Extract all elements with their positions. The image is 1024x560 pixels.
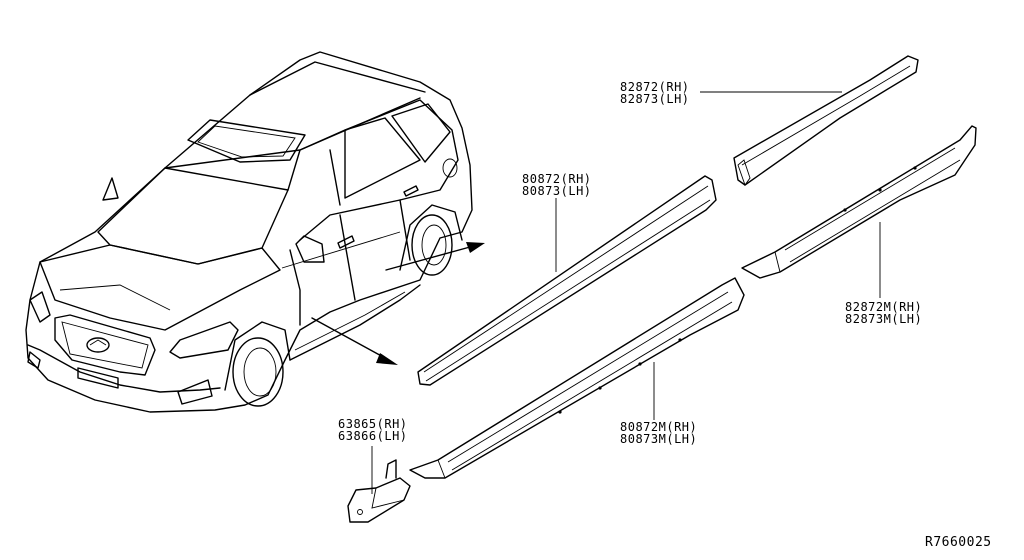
- arrow-head: [466, 242, 485, 253]
- label-rear-sill-rh: 82872M(RH): [845, 300, 922, 314]
- label-rear-sill-lh: 82873M(LH): [845, 312, 922, 326]
- label-mudguard-lh: 63866(LH): [338, 429, 408, 443]
- label-front-sill-lh: 80873M(LH): [620, 432, 697, 446]
- vehicle-illustration: [25, 51, 473, 413]
- label-belt-molding-rh: 80872(RH): [522, 172, 592, 186]
- arrow-head: [376, 353, 398, 365]
- part-mudguard: [347, 459, 411, 523]
- label-front-sill-rh: 80872M(RH): [620, 420, 697, 434]
- label-mudguard-rh: 63865(RH): [338, 417, 408, 431]
- label-roof-rail-upper-rh: 82872(RH): [620, 80, 690, 94]
- part-roof-rail-upper: [733, 55, 919, 186]
- diagram-reference-number: R7660025: [925, 535, 992, 550]
- label-roof-rail-upper-lh: 82873(LH): [620, 92, 690, 106]
- part-belt-molding: [417, 175, 717, 386]
- callout-arrows: [311, 242, 485, 365]
- leader-lines: [371, 91, 881, 494]
- part-labels: 82872(RH) 82873(LH) 80872(RH) 80873(LH) …: [338, 80, 992, 550]
- label-belt-molding-lh: 80873(LH): [522, 184, 592, 198]
- part-rear-sill-molding: [741, 125, 977, 279]
- part-front-sill-molding: [409, 277, 745, 479]
